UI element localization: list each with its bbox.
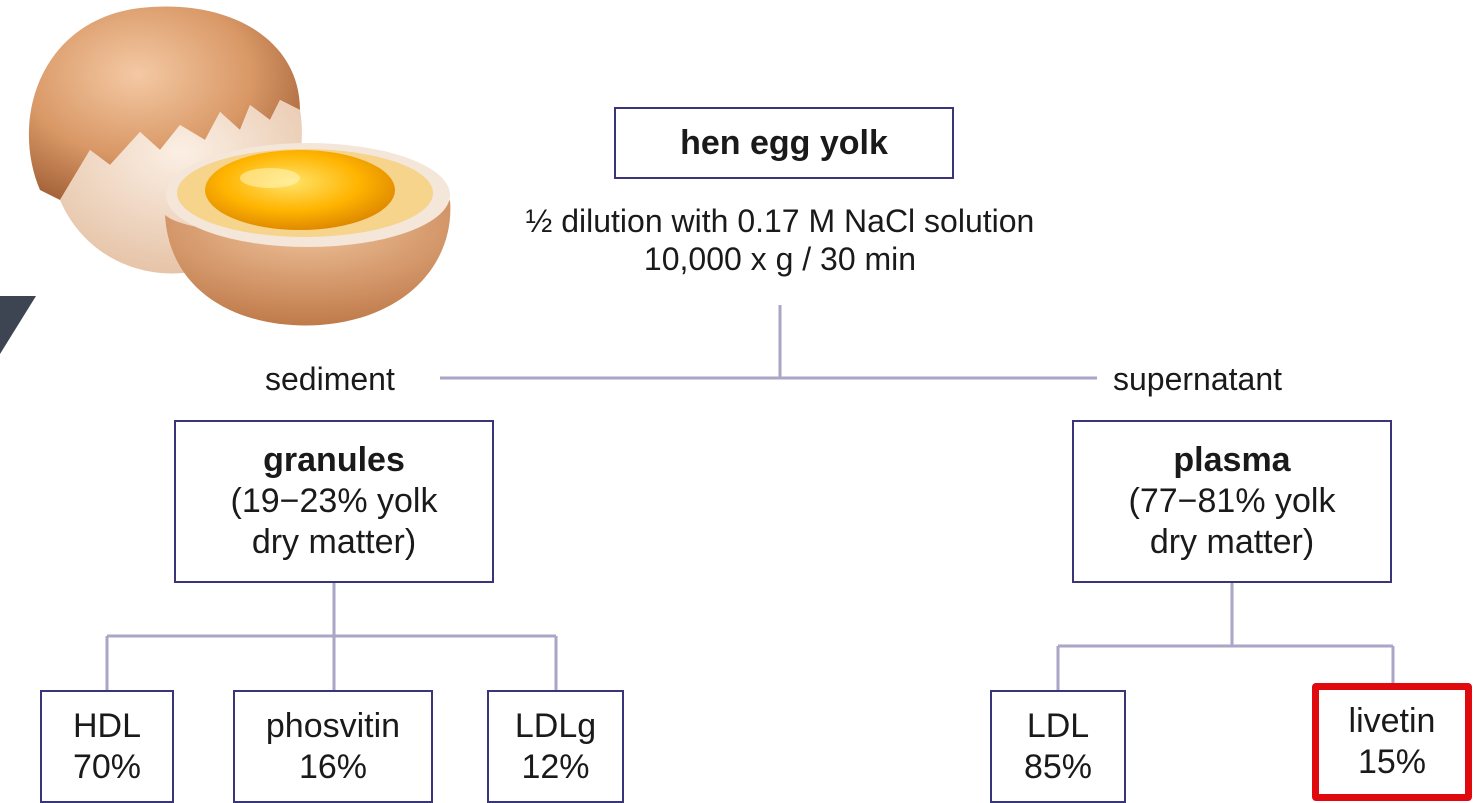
fraction-percent: 15% (1357, 743, 1427, 781)
root-node-hen-egg-yolk: hen egg yolk (614, 107, 954, 179)
fraction-node-ldl: LDL 85% (990, 690, 1126, 803)
granules-yield: (19−23% yolk (230, 482, 438, 521)
branch-label-supernatant: supernatant (1113, 361, 1283, 397)
fraction-node-livetin-highlighted: livetin 15% (1312, 683, 1472, 801)
fraction-percent: 70% (72, 747, 142, 786)
fraction-node-ldlg: LDLg 12% (487, 690, 624, 803)
root-node-title: hen egg yolk (680, 123, 888, 162)
process-description: ½ dilution with 0.17 M NaCl solution 10,… (430, 202, 1130, 279)
fraction-node-phosvitin: phosvitin 16% (233, 690, 433, 803)
process-dilution-text: ½ dilution with 0.17 M NaCl solution (525, 203, 1035, 239)
fraction-percent: 85% (1023, 747, 1093, 786)
fraction-percent: 16% (298, 747, 368, 786)
fraction-node-hdl: HDL 70% (40, 690, 174, 803)
fraction-name: LDL (1026, 706, 1090, 745)
fraction-name: HDL (72, 706, 142, 745)
plasma-node: plasma (77−81% yolk dry matter) (1072, 420, 1392, 583)
fraction-name: LDLg (514, 706, 597, 745)
plasma-yield-basis: dry matter) (1149, 522, 1315, 561)
fraction-name: livetin (1348, 702, 1436, 741)
granules-title: granules (263, 441, 405, 480)
granules-node: granules (19−23% yolk dry matter) (174, 420, 494, 583)
process-centrifuge-text: 10,000 x g / 30 min (643, 241, 917, 278)
plasma-title: plasma (1173, 441, 1291, 480)
fraction-name: phosvitin (265, 706, 401, 745)
granules-yield-basis: dry matter) (251, 522, 417, 561)
plasma-yield: (77−81% yolk (1128, 482, 1336, 521)
fraction-percent: 12% (521, 747, 590, 786)
chevron-decoration-icon (0, 296, 36, 354)
branch-label-sediment: sediment (265, 361, 395, 397)
egg-yolk-illustration (28, 6, 451, 326)
